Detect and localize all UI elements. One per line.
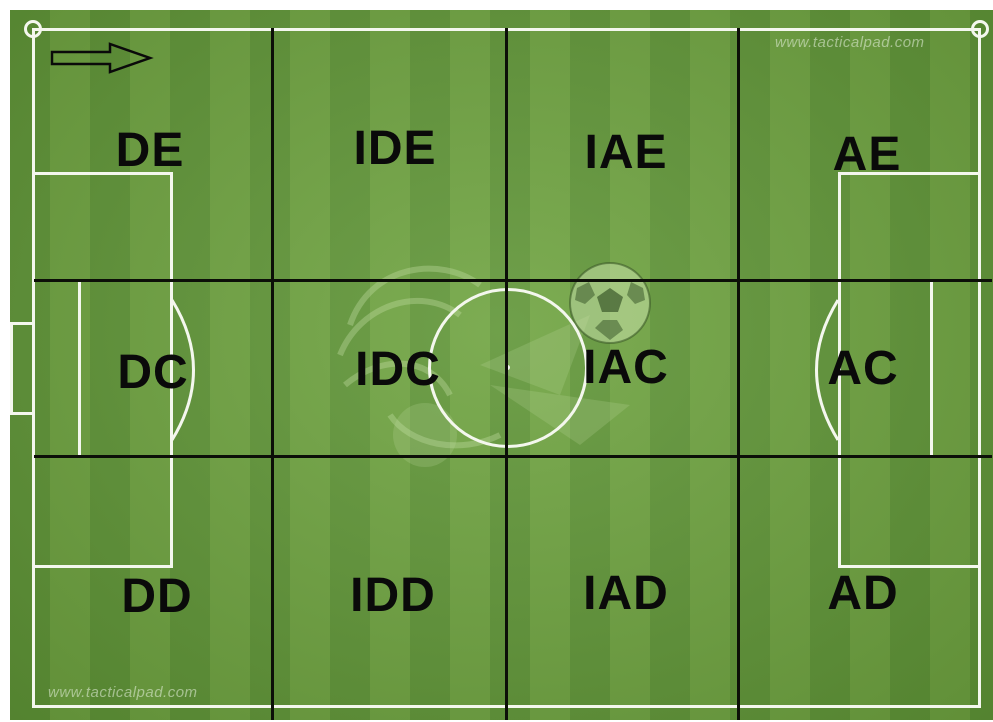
- zone-label-iad: IAD: [556, 570, 696, 618]
- zone-label-iae: IAE: [556, 129, 696, 177]
- grid-line-vertical-1: [271, 28, 274, 720]
- left-goal-top: [10, 322, 34, 325]
- corner-arc-top-left: [24, 20, 42, 38]
- football-pitch: www.tacticalpad.com www.tacticalpad.com …: [10, 10, 993, 720]
- grid-line-vertical-2: [505, 28, 508, 720]
- zone-label-de: DE: [80, 127, 220, 175]
- zone-label-dc: DC: [83, 349, 223, 397]
- goal-line-left: [32, 28, 35, 708]
- watermark-top-right: www.tacticalpad.com: [775, 34, 925, 51]
- zone-label-ac: AC: [793, 345, 933, 393]
- left-penalty-bottom: [32, 565, 172, 568]
- zone-label-idd: IDD: [323, 572, 463, 620]
- grid-line-horizontal-1: [34, 279, 992, 282]
- zone-label-ae: AE: [797, 131, 937, 179]
- left-goal-back: [10, 322, 13, 415]
- zone-label-idc: IDC: [328, 346, 468, 394]
- grid-line-horizontal-2: [34, 455, 992, 458]
- right-arrow-icon: [50, 42, 154, 74]
- zone-label-iac: IAC: [556, 344, 696, 392]
- watermark-bottom-left: www.tacticalpad.com: [48, 684, 198, 701]
- corner-arc-top-right: [971, 20, 989, 38]
- grid-line-vertical-3: [737, 28, 740, 720]
- zone-label-dd: DD: [87, 573, 227, 621]
- zone-label-ide: IDE: [325, 125, 465, 173]
- zone-label-ad: AD: [793, 570, 933, 618]
- left-goal-area-front: [78, 280, 81, 455]
- left-goal-bottom: [10, 412, 34, 415]
- goal-line-right: [978, 28, 981, 708]
